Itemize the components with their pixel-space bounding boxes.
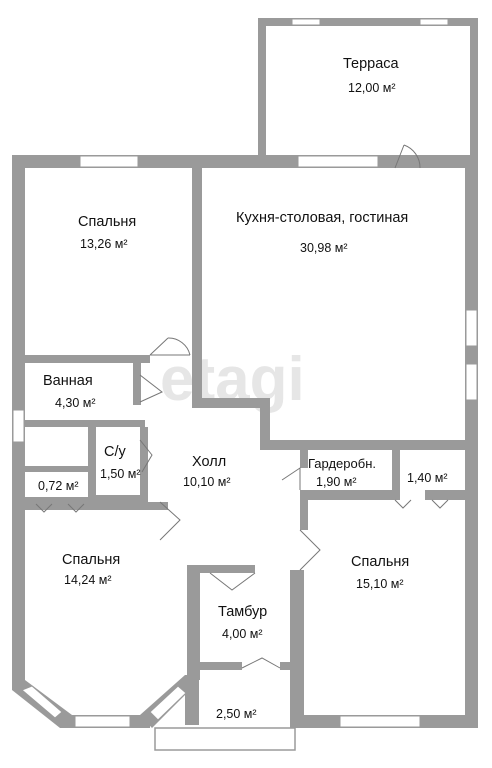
hall-name: Холл [192, 454, 226, 470]
vestibule-name: Тамбур [218, 604, 267, 620]
doors [35, 144, 449, 669]
wc-area: 1,50 м² [100, 467, 141, 481]
bedroom-se-area: 15,10 м² [356, 577, 404, 591]
terrace-area: 12,00 м² [348, 81, 396, 95]
vestibule-area: 4,00 м² [222, 627, 263, 641]
interior-walls [25, 168, 478, 680]
windows [12, 155, 478, 751]
kitchen-area: 30,98 м² [300, 241, 348, 255]
wardrobe-name: Гардеробн. [308, 456, 376, 471]
bedroom-se-name: Спальня [351, 554, 409, 570]
bedroom-sw-area: 14,24 м² [64, 573, 112, 587]
closet-e-area: 1,40 м² [407, 471, 448, 485]
terrace-walls [258, 18, 478, 158]
bathroom-name: Ванная [43, 373, 93, 389]
kitchen-name: Кухня-столовая, гостиная [236, 210, 408, 226]
closet-w-area: 0,72 м² [38, 479, 79, 493]
terrace-name: Терраса [343, 56, 400, 72]
wc-name: С/у [104, 444, 127, 460]
room-labels: Терраса 12,00 м² Спальня 13,26 м² Кухня-… [38, 56, 448, 721]
hall-area: 10,10 м² [183, 475, 231, 489]
bedroom-nw-area: 13,26 м² [80, 237, 128, 251]
porch-area: 2,50 м² [216, 707, 257, 721]
bedroom-nw-name: Спальня [78, 214, 136, 230]
bedroom-sw-name: Спальня [62, 552, 120, 568]
wardrobe-area: 1,90 м² [316, 475, 357, 489]
bathroom-area: 4,30 м² [55, 396, 96, 410]
